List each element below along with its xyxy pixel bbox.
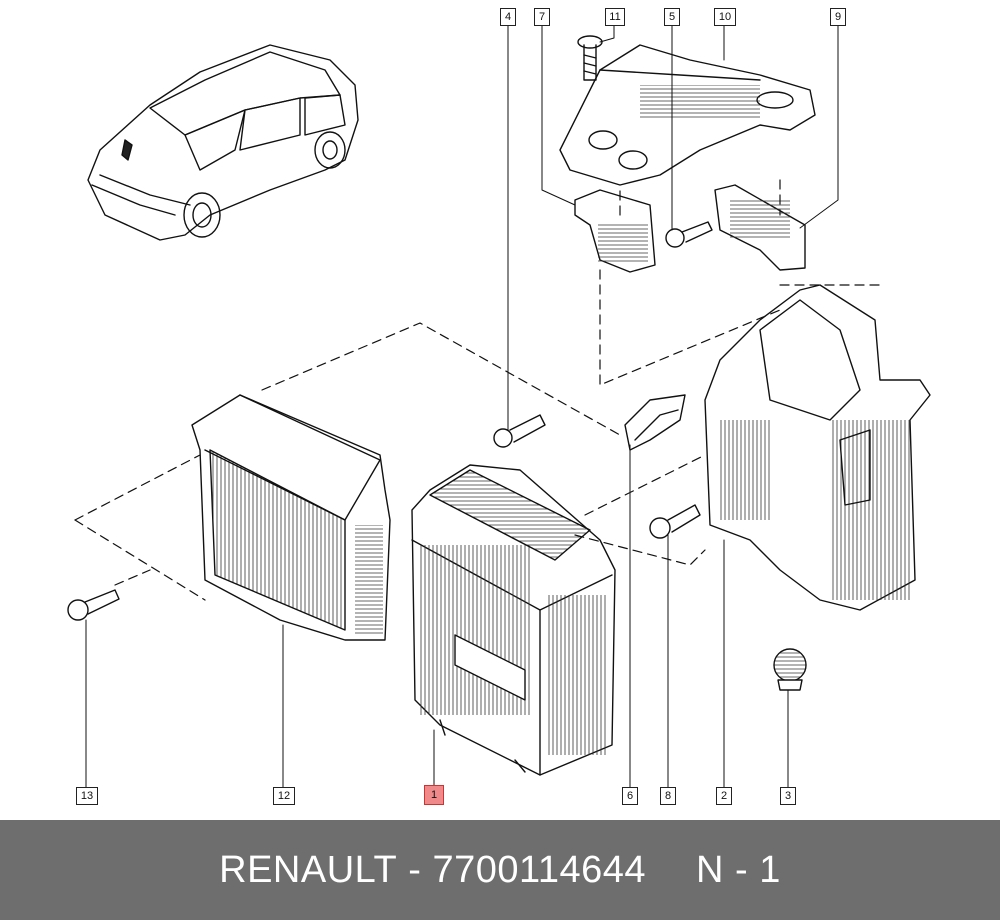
callout-10: 10 [714,8,736,26]
exploded-parts-diagram [67,23,931,789]
callout-2: 2 [716,787,732,805]
part-7-clip [574,189,656,273]
callout-12: 12 [273,787,295,805]
callout-6: 6 [622,787,638,805]
part-13-bolt [67,589,120,621]
diagram-position: N - 1 [696,848,781,891]
callout-7: 7 [534,8,550,26]
part-number: 7700114644 [432,848,646,891]
separator: - [408,848,422,891]
part-4-screw [493,414,546,448]
part-9-rail [714,184,806,271]
part-3-grommet [773,648,807,691]
brand-name: RENAULT [219,848,398,891]
callout-9: 9 [830,8,846,26]
part-11-bolt [577,35,603,81]
callout-13: 13 [76,787,98,805]
callout-3: 3 [780,787,796,805]
part-6-clamp [624,394,686,451]
callout-11: 11 [605,8,625,26]
callout-5: 5 [664,8,680,26]
leader-lines [85,23,839,789]
part-8-screw [649,504,701,539]
callout-4: 4 [500,8,516,26]
assembly-dashed-lines [74,179,881,601]
callout-8: 8 [660,787,676,805]
vehicle-illustration [87,44,359,241]
part-5-screw [665,221,713,248]
part-12-housing [191,394,391,641]
part-1-ecu [411,464,616,776]
part-10-bracket-plate [559,44,816,186]
part-2-mounting-frame [704,284,931,611]
part-info-footer: RENAULT - 7700114644 N - 1 [0,820,1000,920]
callout-1-highlighted: 1 [424,785,444,805]
